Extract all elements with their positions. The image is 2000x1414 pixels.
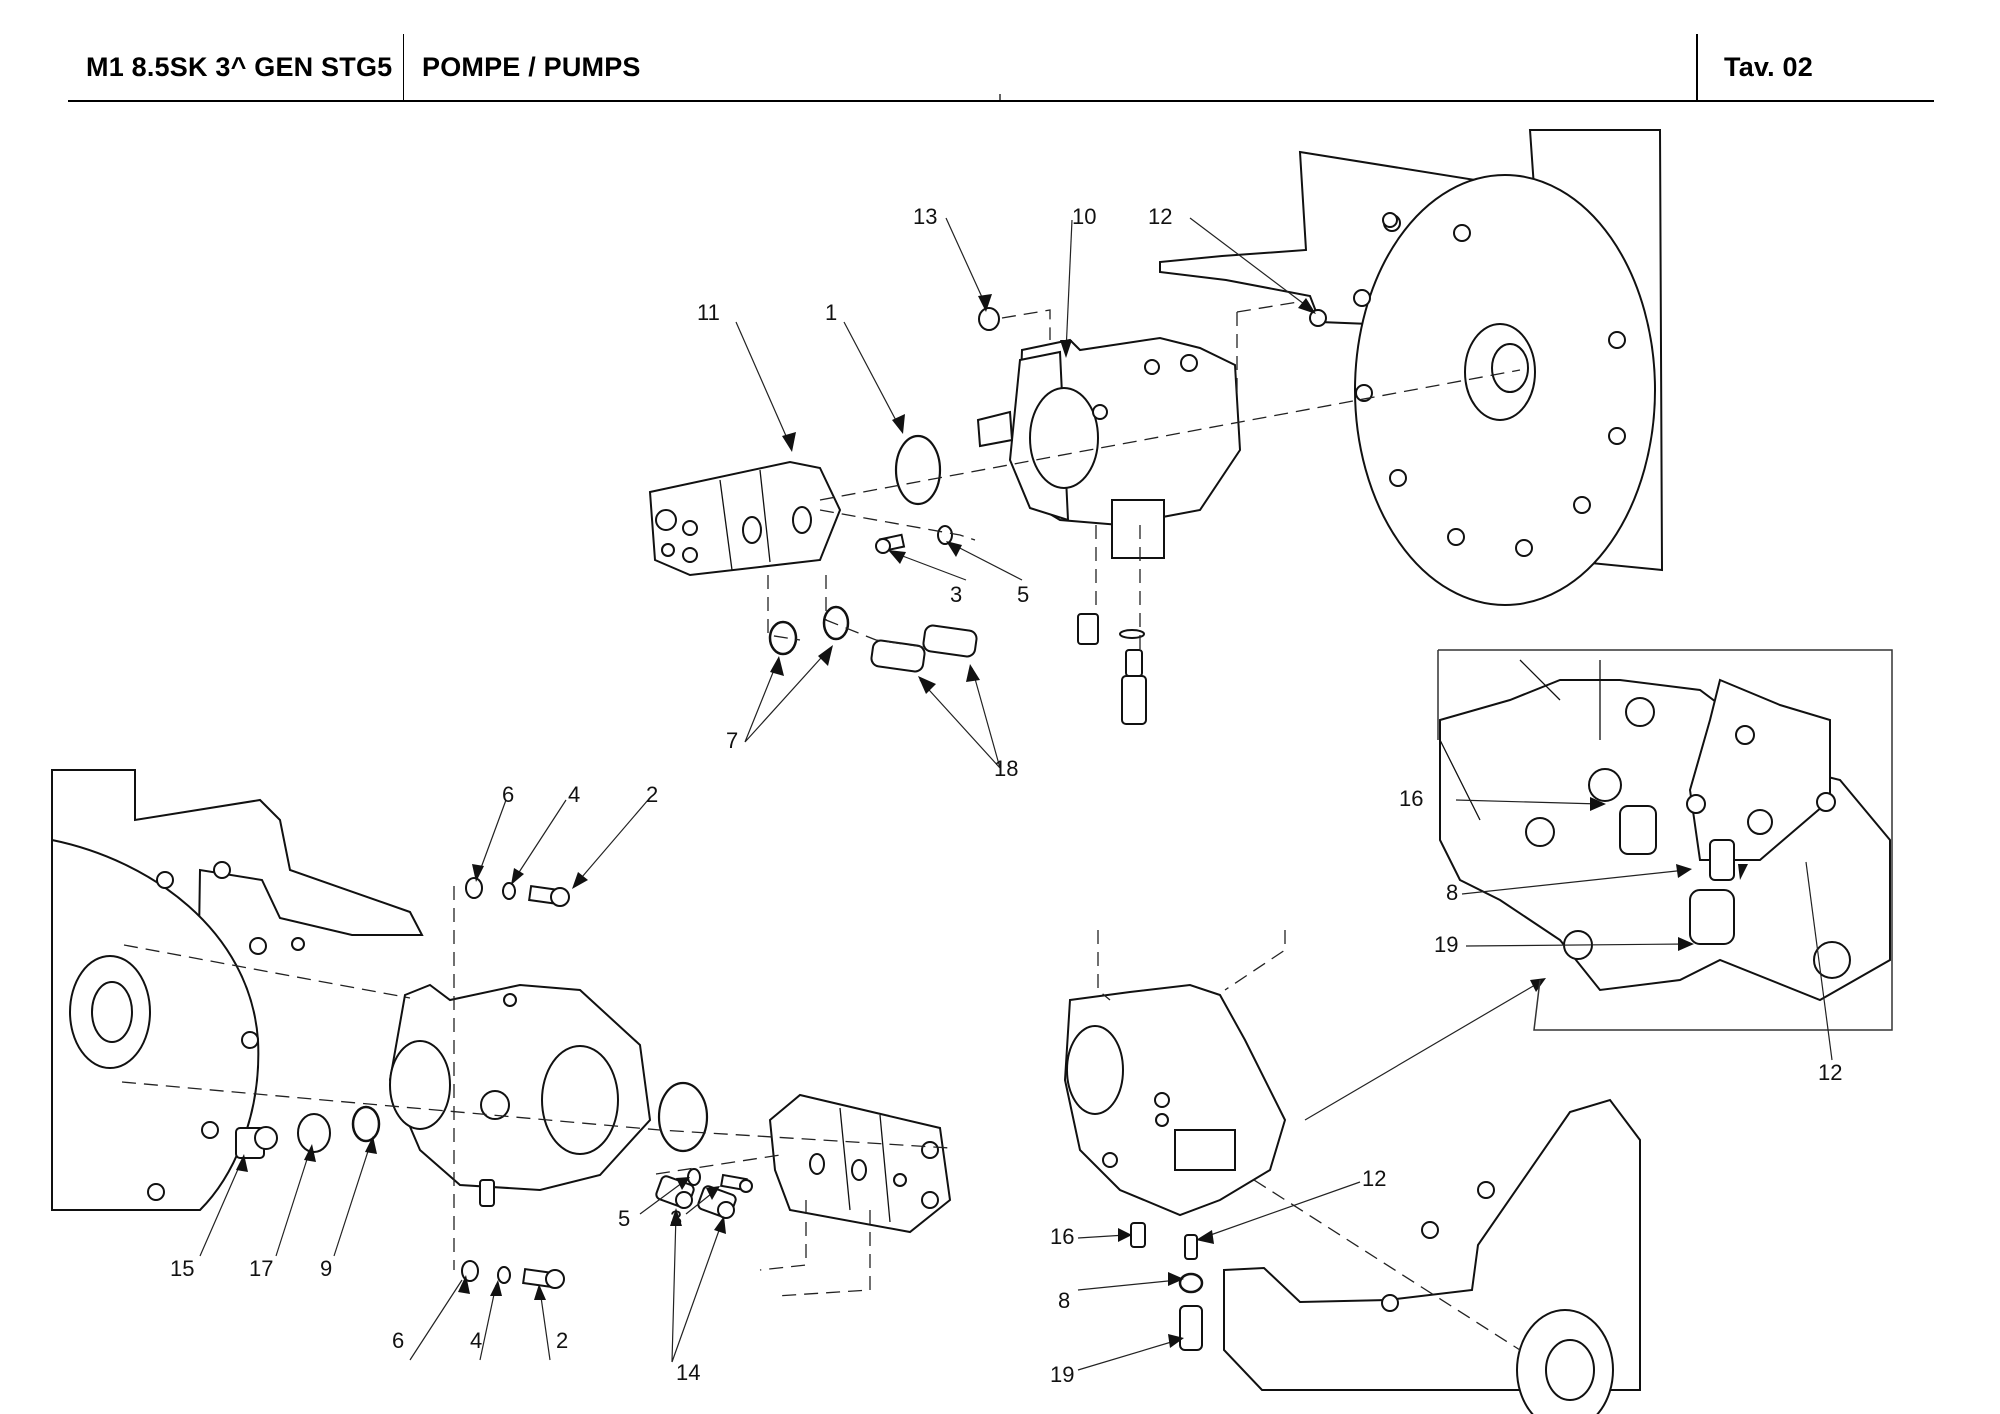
detail-view [1437,649,1893,1061]
model-name: M1 8.5SK 3^ GEN STG5 [86,52,393,82]
header-divider-left [403,34,404,101]
seal-ring-icon [822,605,850,641]
header-bottom-rule [68,100,1934,102]
fitting-icon [1077,613,1099,645]
callout-19-detail: 19 [1434,932,1459,957]
callout-18: 18 [994,756,1019,781]
socket-screw-icon [719,1173,753,1193]
section-title: POMPE / PUMPS [422,52,641,82]
callout-2-top: 2 [646,782,659,807]
hydrostatic-pump-icon [976,336,1242,559]
hose-fitting-icon [1179,1305,1203,1351]
fitting-icon [1184,1234,1198,1260]
callout-17: 17 [249,1256,274,1281]
lock-washer-icon [497,1266,511,1284]
callout-8-bottom-center: 8 [1058,1288,1071,1313]
callout-14: 14 [676,1360,701,1385]
callout-2-bottom: 2 [556,1328,569,1353]
hose-fitting-icon [870,624,978,673]
callout-15: 15 [170,1256,195,1281]
hydrostatic-pump-icon [388,983,652,1207]
callout-6-top: 6 [502,782,515,807]
callout-3: 3 [950,582,963,607]
callout-5-bottom-left: 5 [618,1206,631,1231]
callout-4-bottom: 4 [470,1328,483,1353]
callout-11: 11 [697,300,720,325]
callout-12: 12 [1148,204,1173,229]
bolt-icon [522,1267,565,1289]
washer-icon [461,1260,479,1282]
callout-9: 9 [320,1256,333,1281]
elbow-fitting-icon [697,1185,737,1219]
callout-1: 1 [825,300,838,325]
fitting-icon [1130,1222,1146,1248]
callout-7: 7 [726,728,739,753]
washer-icon [687,1168,701,1186]
seal-ring-icon [1178,1272,1204,1294]
engine-housing-bottom-icon [1223,1098,1641,1414]
callout-13: 13 [913,204,938,229]
bottom-left-assembly [51,769,952,1363]
pump-closeup-icon [1439,659,1891,1002]
hose-fitting-icon [1121,675,1147,725]
callout-4-top: 4 [568,782,581,807]
callout-16-bottom-center: 16 [1050,1224,1075,1249]
callout-5: 5 [1017,582,1030,607]
callout-8-detail: 8 [1446,880,1459,905]
bottom-center-assembly [1063,930,1641,1414]
header-divider-right [1696,34,1698,101]
engine-housing-top-icon [1159,129,1664,606]
seal-ring-icon [768,620,798,656]
washer-icon [937,525,953,545]
gear-pump-icon [768,1093,952,1234]
bolt-icon [528,884,570,907]
adapter-icon [297,1113,331,1153]
callout-19-bottom-center: 19 [1050,1362,1075,1387]
fitting-icon [1125,649,1143,677]
plug-icon [978,307,1000,331]
seal-ring-icon [351,1105,381,1143]
callout-16-detail: 16 [1399,786,1424,811]
fitting-icon [1309,309,1327,327]
seal-ring-icon [1119,629,1145,639]
callout-3-bottom-left: 3 [670,1206,683,1231]
callout-6-bottom: 6 [392,1328,405,1353]
lock-washer-icon [502,882,516,900]
top-assembly [648,129,1664,769]
o-ring-icon [894,434,942,506]
o-ring-icon [657,1081,709,1153]
socket-screw-icon [875,533,906,554]
washer-icon [465,877,483,899]
elbow-fitting-icon [235,1126,278,1159]
engine-housing-left-icon [51,769,424,1211]
hydrostatic-pump-icon [1063,983,1287,1217]
callout-12-bottom-center: 12 [1362,1166,1387,1191]
table-reference: Tav. 02 [1724,52,1813,82]
gear-pump-icon [648,460,842,577]
callout-10: 10 [1072,204,1097,229]
callout-12-detail: 12 [1818,1060,1843,1085]
